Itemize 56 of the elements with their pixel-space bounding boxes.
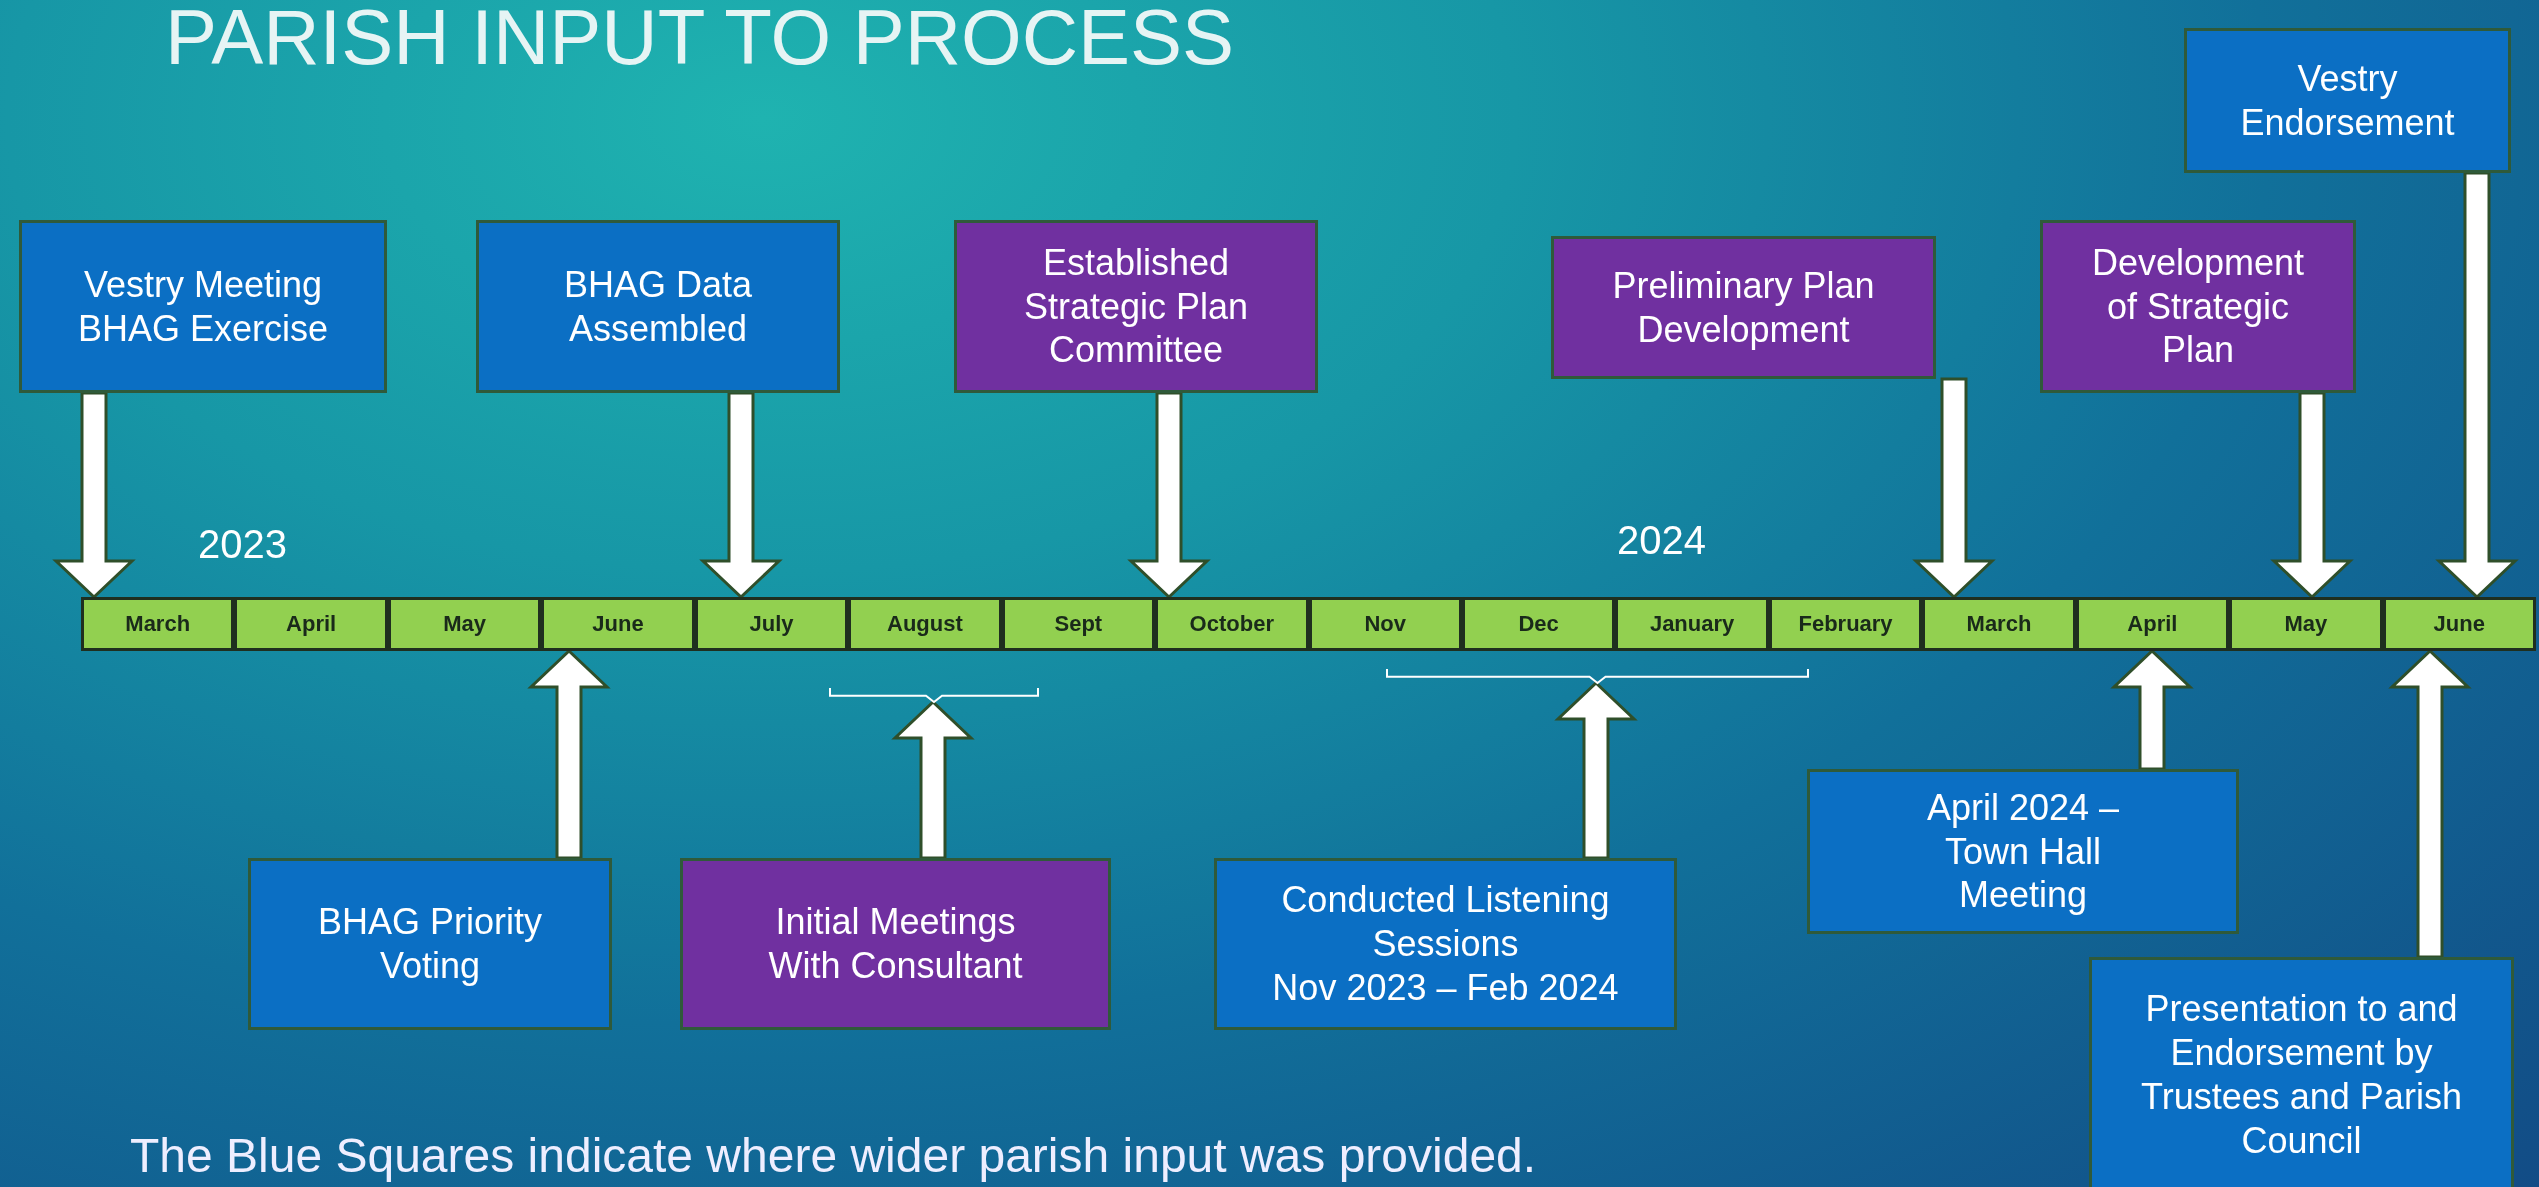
month-cell: January <box>1615 597 1769 651</box>
arrow <box>2110 648 2194 771</box>
arrow <box>2388 648 2472 959</box>
arrow <box>891 699 975 860</box>
month-cell: March <box>1922 597 2076 651</box>
box-text: Development of Strategic Plan <box>2090 240 2306 373</box>
month-cell: May <box>2229 597 2383 651</box>
bracket <box>829 688 1039 702</box>
month-cell: October <box>1155 597 1309 651</box>
box-text: Established Strategic Plan Committee <box>1022 240 1250 373</box>
title: PARISH INPUT TO PROCESS <box>165 0 1235 83</box>
arrow <box>2270 391 2354 600</box>
month-cell: April <box>2075 597 2230 651</box>
month-cell: July <box>694 597 849 651</box>
year-label: 2024 <box>1617 518 1706 563</box>
arrow <box>1912 377 1996 600</box>
month-cell: April <box>234 597 388 651</box>
milestone-box <box>954 220 1318 393</box>
year-label: 2023 <box>198 522 287 567</box>
month-cell: May <box>387 597 542 651</box>
milestone-box <box>2040 220 2356 393</box>
milestone-box <box>19 220 387 393</box>
box-text: Conducted Listening Sessions <box>1280 878 1611 966</box>
milestone-box <box>2184 28 2511 173</box>
month-cell: Nov <box>1308 597 1462 651</box>
box-text: Nov 2023 – Feb 2024 <box>1272 965 1619 1010</box>
milestone-box <box>248 858 612 1030</box>
arrow <box>699 391 783 600</box>
milestone-box <box>476 220 840 393</box>
milestone-box <box>680 858 1111 1030</box>
milestone-box <box>1214 858 1677 1030</box>
box-text: Initial Meetings With Consultant <box>767 900 1024 988</box>
month-cell: August <box>848 597 1002 651</box>
bracket <box>1386 669 1809 683</box>
box-text: BHAG Priority Voting <box>316 900 543 988</box>
arrow <box>1554 680 1638 860</box>
arrow <box>527 648 611 860</box>
month-cell: June <box>2382 597 2536 651</box>
arrow <box>1127 391 1211 600</box>
box-text: Vestry Meeting BHAG Exercise <box>76 262 330 351</box>
month-cell: Dec <box>1461 597 1616 651</box>
box-text: Vestry Endorsement <box>2239 56 2456 145</box>
month-cell: June <box>541 597 695 651</box>
milestone-box <box>1807 769 2239 934</box>
month-cell: Sept <box>1001 597 1156 651</box>
arrow <box>52 391 136 600</box>
box-text: Preliminary Plan Development <box>1611 263 1876 352</box>
milestone-box <box>2089 957 2514 1187</box>
box-text: BHAG Data Assembled <box>562 262 754 351</box>
month-cell: March <box>81 597 235 651</box>
month-cell: February <box>1768 597 1923 651</box>
caption: The Blue Squares indicate where wider parish input was provided. <box>130 1128 1537 1183</box>
milestone-box <box>1551 236 1936 379</box>
box-text: Presentation to and Endorsement by Trustees and Parish Council <box>2140 987 2463 1163</box>
box-text: April 2024 – Town Hall Meeting <box>1925 785 2121 918</box>
arrow <box>2435 171 2519 600</box>
